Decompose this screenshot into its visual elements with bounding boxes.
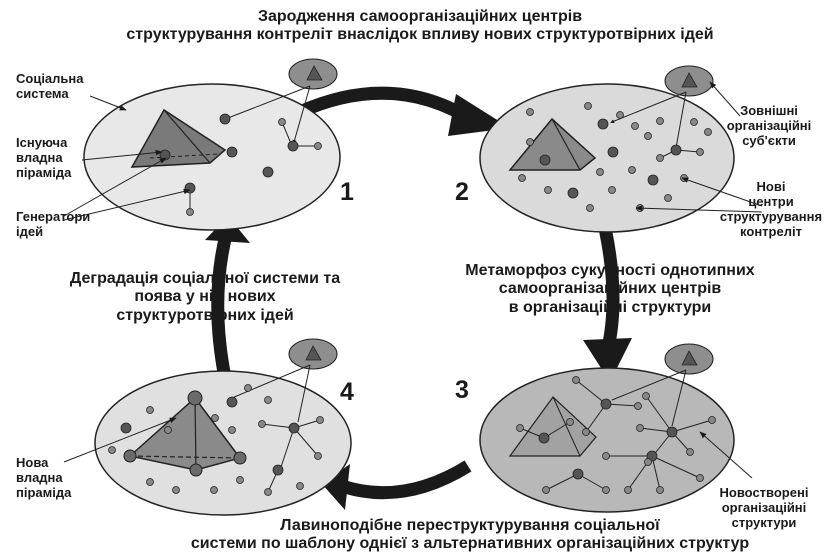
social-system-ellipse-3 bbox=[479, 367, 735, 513]
arrow-1-to-2 bbox=[297, 86, 479, 128]
label-social-system: Соціальна система bbox=[16, 71, 84, 101]
label-existing-pyramid: Існуюча владна піраміда bbox=[16, 135, 72, 180]
arrow-3-to-4 bbox=[343, 460, 472, 500]
label-external-subjects: Зовнішні організаційні суб'єкти bbox=[726, 103, 812, 148]
stage-number-4: 4 bbox=[340, 378, 354, 406]
label-pointers bbox=[63, 81, 763, 479]
label-idea-generators: Генератори ідей bbox=[16, 209, 91, 239]
stage-1-system bbox=[83, 58, 341, 231]
stage-4-system bbox=[94, 338, 352, 516]
caption-bottom: Лавиноподібне переструктурування соціаль… bbox=[190, 517, 750, 553]
label-new-pyramid: Нова владна піраміда bbox=[16, 455, 72, 500]
social-system-ellipse-2 bbox=[479, 83, 735, 233]
label-new-centers: Нові центри структурування контреліт bbox=[719, 179, 823, 239]
caption-top: Зародження самоорганізаційних центрів ст… bbox=[126, 8, 714, 44]
stage-number-3: 3 bbox=[455, 376, 469, 404]
arrow-4-to-1 bbox=[211, 233, 233, 380]
caption-right: Метаморфоз сукупності однотипних самоорг… bbox=[465, 262, 755, 316]
stage-number-2: 2 bbox=[455, 178, 469, 206]
caption-left: Деградація соціальної системи та поява у… bbox=[69, 270, 341, 324]
stage-2-system bbox=[479, 65, 735, 233]
stage-3-system bbox=[479, 343, 735, 513]
arrow-2-to-3-head bbox=[583, 338, 632, 382]
stage-number-1: 1 bbox=[340, 178, 354, 206]
label-new-structures: Новостворені організаційні структури bbox=[719, 485, 809, 530]
arrow-3-to-4-head bbox=[322, 464, 350, 510]
